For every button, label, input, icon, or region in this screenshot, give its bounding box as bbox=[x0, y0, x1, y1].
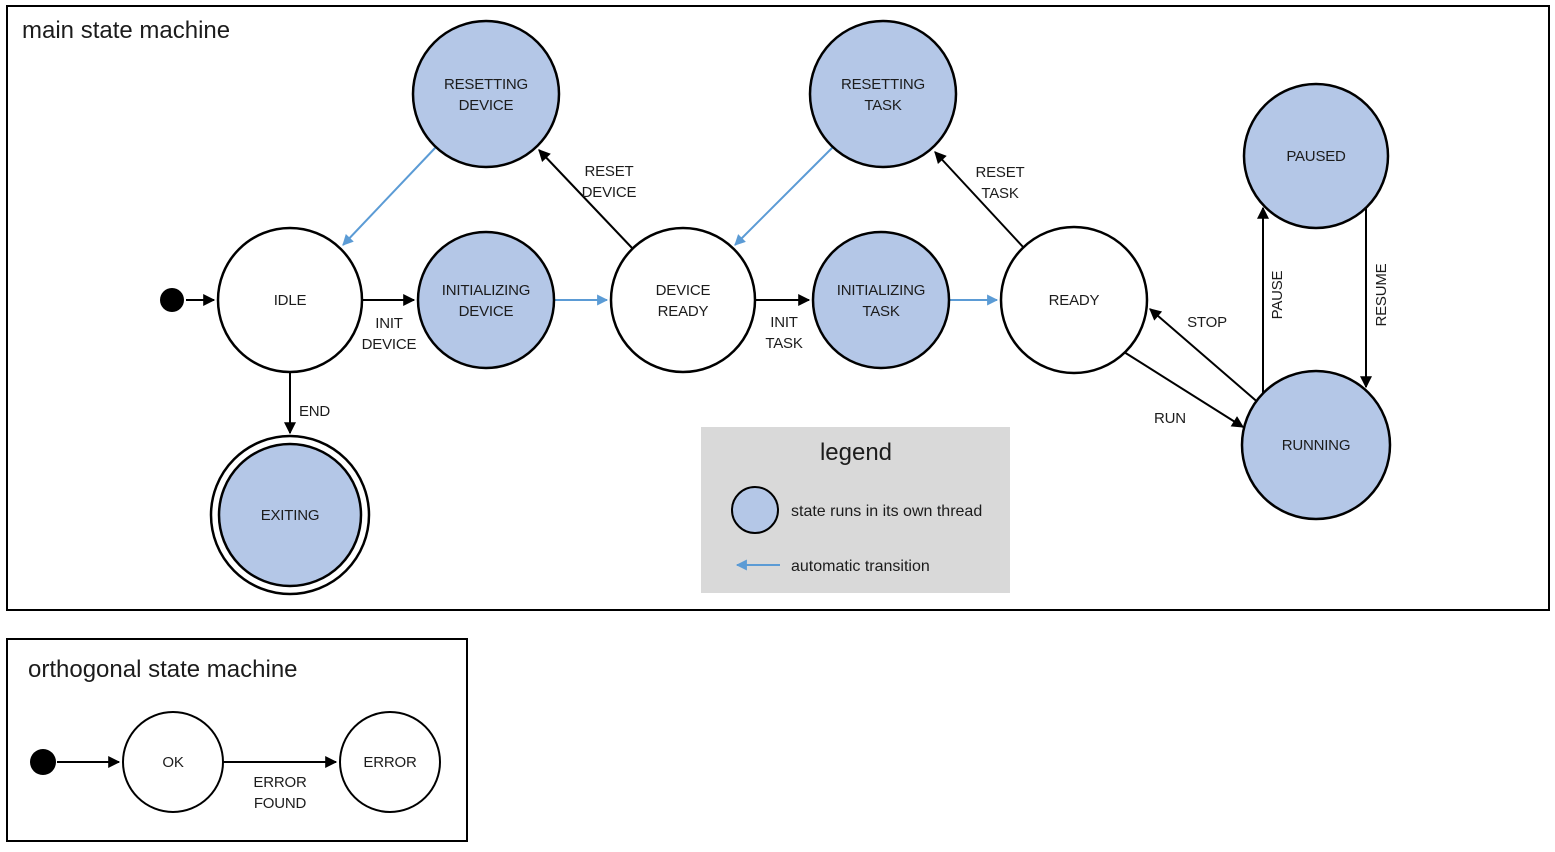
state-label-error: ERROR bbox=[363, 754, 417, 771]
transition-label-running-to-paused: PAUSE bbox=[1269, 270, 1286, 319]
legend-auto-label: automatic transition bbox=[791, 558, 930, 575]
transition-resetting-device-to-idle bbox=[342, 146, 437, 246]
thread-state-sample-icon bbox=[731, 486, 779, 534]
initial-state-dot bbox=[160, 288, 184, 312]
state-label-paused: PAUSED bbox=[1286, 148, 1346, 165]
state-exiting: EXITING bbox=[209, 434, 371, 596]
state-running: RUNNING bbox=[1240, 369, 1392, 521]
transition-running-to-ready bbox=[1149, 308, 1262, 406]
initial-state-dot bbox=[30, 749, 56, 775]
transition-ready-to-running bbox=[1123, 351, 1245, 428]
state-paused: PAUSED bbox=[1242, 82, 1390, 230]
legend-panel: legend state runs in its own thread auto… bbox=[701, 427, 1010, 593]
state-label-ok: OK bbox=[162, 754, 183, 771]
transition-resetting-task-to-device-ready bbox=[734, 146, 834, 246]
orthogonal-states-layer: OK ERROR bbox=[30, 711, 441, 813]
state-ok: OK bbox=[122, 711, 224, 813]
transition-label-idle-to-exiting: END bbox=[299, 403, 330, 420]
transition-device-ready-to-resetting-device bbox=[538, 149, 634, 250]
orthogonal-state-machine-panel: orthogonal state machine bbox=[6, 638, 468, 842]
main-state-machine-border bbox=[6, 5, 1550, 611]
transition-label-paused-to-running: RESUME bbox=[1373, 263, 1390, 326]
state-ready: READY bbox=[999, 225, 1149, 375]
main-state-machine-panel: main state machine bbox=[6, 5, 1550, 611]
orthogonal-state-machine-title: orthogonal state machine bbox=[28, 656, 298, 683]
legend-title: legend bbox=[820, 439, 892, 466]
legend-thread-label: state runs in its own thread bbox=[791, 503, 982, 520]
state-idle: IDLE bbox=[216, 226, 364, 374]
state-label-running: RUNNING bbox=[1282, 437, 1351, 454]
transition-label-running-to-ready: STOP bbox=[1187, 314, 1227, 331]
state-error: ERROR bbox=[339, 711, 441, 813]
main-state-machine-title: main state machine bbox=[22, 17, 230, 44]
state-label-ready: READY bbox=[1049, 292, 1100, 309]
state-label-idle: IDLE bbox=[274, 292, 307, 309]
transition-label-ready-to-running: RUN bbox=[1154, 410, 1186, 427]
state-label-exiting: EXITING bbox=[261, 507, 320, 524]
orthogonal-state-machine-border bbox=[6, 638, 468, 842]
transition-ready-to-resetting-task bbox=[934, 151, 1025, 249]
